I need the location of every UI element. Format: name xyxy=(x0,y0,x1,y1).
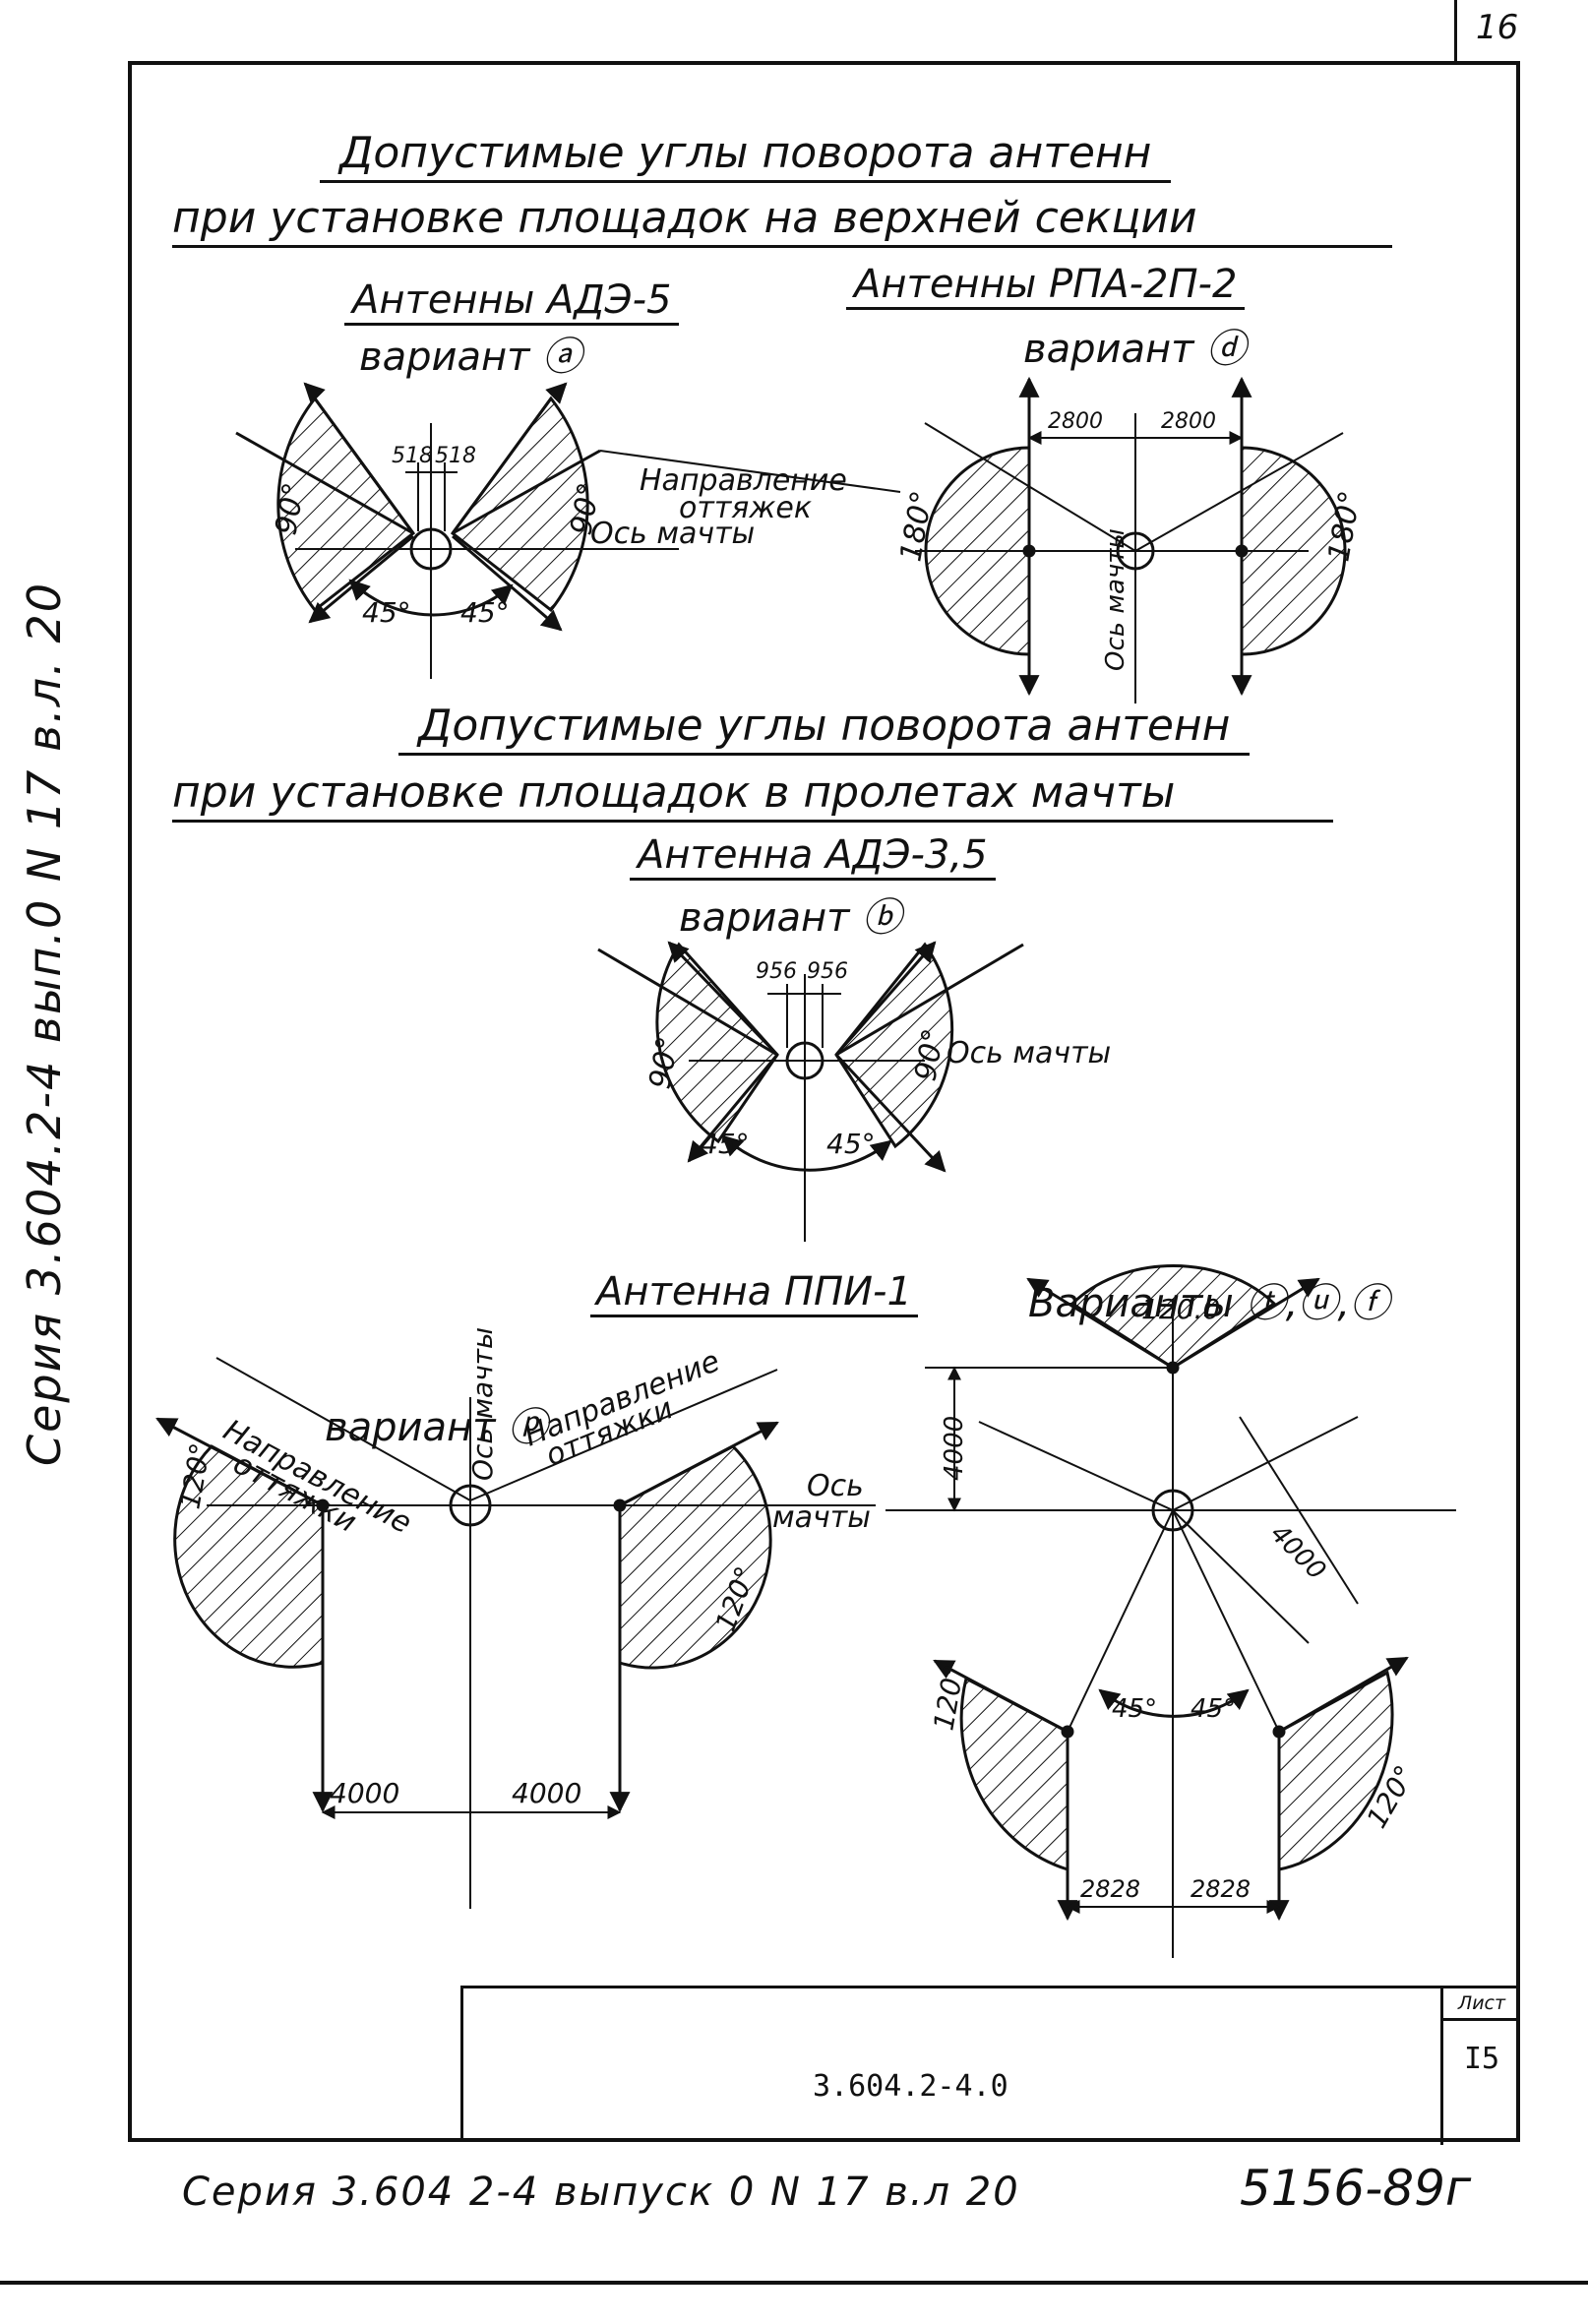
fig-tuf-angle-br: 45° xyxy=(1191,1694,1236,1724)
archive-number: 5156-89г xyxy=(1240,2160,1472,2217)
fig-p-dim-left: 4000 xyxy=(330,1777,399,1809)
document-code: 3.604.2-4.0 xyxy=(813,2069,1008,2104)
fig-p-axis-vertical: Ось мачты xyxy=(466,1327,499,1481)
fig-tuf-dim-left: 2828 xyxy=(1080,1875,1140,1903)
fig-d-drawing xyxy=(915,376,1347,703)
fig-b-title: Антенна АДЭ-3,5 xyxy=(630,832,996,881)
fig-tuf-angle-top: 120.0 xyxy=(1141,1293,1220,1325)
fig-tuf-dim-right: 2828 xyxy=(1191,1875,1251,1903)
title-block: 3.604.2-4.0 Лист I5 xyxy=(460,1986,1520,2145)
fig-tuf-angle-bl: 45° xyxy=(1112,1694,1157,1724)
fig-a-drawing xyxy=(235,382,901,679)
fig-p-dim-right: 4000 xyxy=(512,1777,581,1809)
sheet-number: I5 xyxy=(1463,2042,1500,2076)
fig-ppi-title: Антенна ППИ-1 xyxy=(590,1269,918,1317)
fig-b-angle-br: 45° xyxy=(826,1128,876,1160)
fig-a-variant: вариант ⓐ xyxy=(359,335,582,380)
fig-p-drawing xyxy=(155,1357,876,1909)
fig-b-drawing xyxy=(597,941,1024,1242)
fig-b-dim-right: 956 xyxy=(807,959,848,984)
sheet-label: Лист xyxy=(1443,1992,1520,2021)
fig-a-dim-left: 518 xyxy=(392,444,433,468)
fig-p-variant: вариант ⓟ xyxy=(325,1405,548,1450)
fig-b-axis-label: Ось мачты xyxy=(947,1036,1111,1070)
fig-tuf-dim-vertical: 4000 xyxy=(940,1416,969,1481)
bottom-edge-line xyxy=(0,2281,1588,2285)
title-top-line1: Допустимые углы поворота антенн xyxy=(320,128,1172,183)
title-mid-line1: Допустимые углы поворота антенн xyxy=(398,701,1251,756)
fig-d-title: Антенны РПА-2П-2 xyxy=(846,262,1246,310)
fig-a-axis-label: Ось мачты xyxy=(590,517,755,551)
fig-p-axis-h-2: мачты xyxy=(772,1500,871,1535)
fig-d-dim-right: 2800 xyxy=(1161,409,1216,434)
fig-b-variant: вариант ⓑ xyxy=(679,895,902,941)
sheet-cell: Лист I5 xyxy=(1440,1988,1520,2145)
fig-a-title: Антенны АДЭ-5 xyxy=(344,277,680,326)
fig-tuf-drawing xyxy=(886,1264,1456,1958)
drawing-frame xyxy=(128,61,1520,2142)
fig-p-axis-h-1: Ось xyxy=(807,1469,864,1503)
fig-a-dim-right: 518 xyxy=(435,444,476,468)
fig-a-angle-br: 45° xyxy=(460,596,510,629)
fig-d-variant: вариант ⓓ xyxy=(1023,327,1247,372)
fig-a-guy-label-2: оттяжек xyxy=(679,491,812,525)
title-top-line2: при установке площадок на верхней секции xyxy=(172,193,1392,248)
fig-a-angle-bl: 45° xyxy=(362,596,411,629)
corner-divider xyxy=(1454,0,1457,61)
fig-d-axis-label: Ось мачты xyxy=(1101,528,1130,671)
fig-tuf-dim-diag: 4000 xyxy=(1264,1519,1331,1586)
fig-a-guy-label-1: Направление xyxy=(640,463,847,498)
fig-d-dim-left: 2800 xyxy=(1048,409,1103,434)
sheet-number-top: 16 xyxy=(1476,8,1519,47)
fig-b-angle-bl: 45° xyxy=(701,1128,750,1160)
title-mid-line2: при установке площадок в пролетах мачты xyxy=(172,767,1333,823)
bottom-series-note: Серия 3.604 2-4 выпуск 0 N 17 в.л 20 xyxy=(182,2170,1020,2215)
fig-b-dim-left: 956 xyxy=(756,959,797,984)
